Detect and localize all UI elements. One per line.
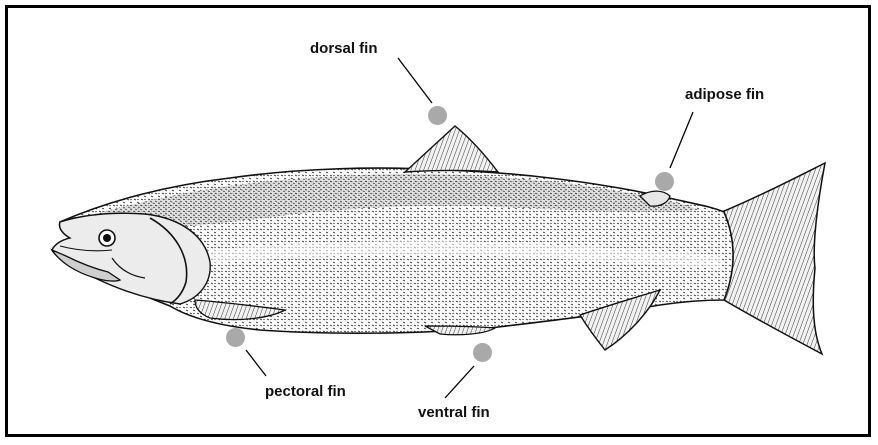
caudal-fin xyxy=(722,163,825,354)
pectoral-fin-label: pectoral fin xyxy=(265,383,346,400)
adipose-leader xyxy=(670,112,693,168)
ventral-leader xyxy=(445,366,474,398)
dorsal-fin-shape xyxy=(405,126,498,172)
ventral-fin-label: ventral fin xyxy=(418,404,490,421)
ventral-fin-marker xyxy=(473,343,492,362)
pectoral-leader xyxy=(246,350,266,376)
ventral-fin-shape xyxy=(425,326,495,335)
adipose-fin-label: adipose fin xyxy=(685,86,764,103)
dorsal-fin-marker xyxy=(428,106,447,125)
adipose-fin-marker xyxy=(655,172,674,191)
pectoral-fin-marker xyxy=(226,328,245,347)
dorsal-fin-label: dorsal fin xyxy=(310,40,378,57)
dorsal-leader xyxy=(398,58,432,103)
